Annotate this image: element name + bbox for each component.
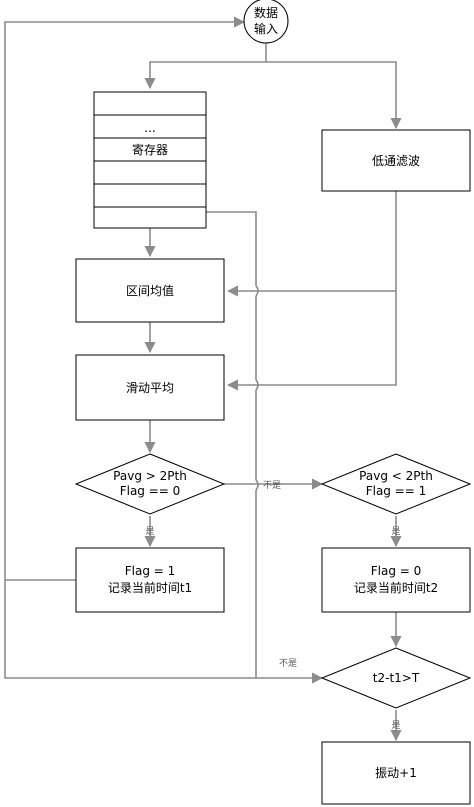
register-node: ... 寄存器: [93, 91, 207, 229]
decision3-node: t2-t1>T: [320, 647, 472, 709]
decision3-label: t2-t1>T: [373, 671, 420, 685]
edge-input-split: [144, 38, 267, 90]
edge-register-side-hop3: [255, 479, 259, 491]
interval-mean-label: 区间均值: [126, 283, 174, 298]
action1-node: Flag = 1 记录当前时间t1: [75, 547, 225, 613]
edge-lowpass-down: [226, 191, 397, 391]
edge-label-yes1: 是: [145, 526, 154, 537]
input-label-1: 数据: [254, 5, 278, 20]
edge-label-no3: 不是: [279, 658, 297, 669]
decision1-line2: Flag == 0: [120, 484, 181, 498]
result-label: 振动+1: [375, 766, 417, 780]
input-label-2: 输入: [254, 21, 278, 36]
action2-node: Flag = 0 记录当前时间t2: [321, 547, 471, 613]
moving-avg-node: 滑动平均: [75, 354, 225, 421]
result-node: 振动+1: [321, 741, 471, 805]
edge-label-yes3: 是: [391, 720, 400, 731]
action1-line1: Flag = 1: [125, 564, 176, 578]
action2-line1: Flag = 0: [371, 564, 422, 578]
decision2-node: Pavg < 2Pth Flag == 1: [320, 453, 472, 515]
edge-input-lowpass: [266, 61, 402, 130]
action2-line2: 记录当前时间t2: [354, 580, 438, 595]
register-label: 寄存器: [132, 142, 168, 157]
edge-label-no1: 不是: [263, 480, 281, 491]
edge-loop-left: [4, 16, 256, 679]
lowpass-node: 低通滤波: [321, 129, 471, 192]
moving-avg-label: 滑动平均: [126, 381, 174, 395]
lowpass-label: 低通滤波: [372, 154, 420, 168]
input-node: 数据 输入: [243, 0, 289, 44]
register-dots: ...: [144, 121, 155, 135]
decision1-line1: Pavg > 2Pth: [113, 469, 187, 483]
decision2-line1: Pavg < 2Pth: [359, 469, 433, 483]
decision1-node: Pavg > 2Pth Flag == 0: [74, 453, 226, 515]
edge-label-yes2: 是: [391, 526, 400, 537]
interval-mean-node: 区间均值: [75, 258, 225, 323]
action1-line2: 记录当前时间t1: [108, 580, 192, 595]
edge-register-side: [206, 211, 257, 286]
decision2-line2: Flag == 1: [366, 484, 427, 498]
